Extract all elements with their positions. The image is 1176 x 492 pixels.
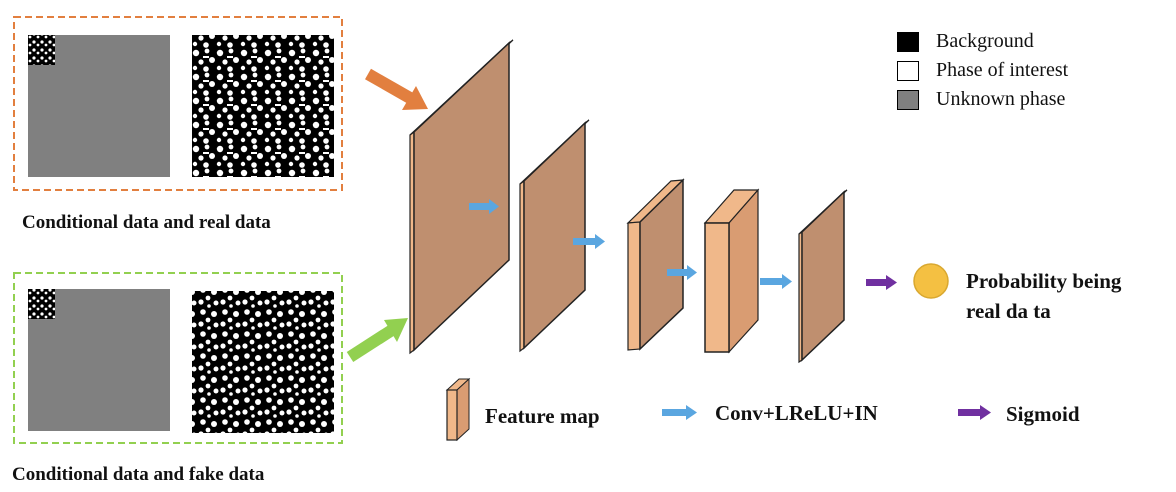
real-data-label: Conditional data and real data xyxy=(22,212,271,233)
probability-circle xyxy=(913,263,949,299)
probability-label-line1: Probability being xyxy=(966,269,1122,293)
fake-data-label: Conditional data and fake data xyxy=(12,464,265,485)
phase-of-interest-legend-label: Phase of interest xyxy=(936,59,1069,81)
unknown-phase-legend-label: Unknown phase xyxy=(936,88,1066,110)
unknown-phase-swatch xyxy=(897,90,919,110)
real-data-image xyxy=(192,35,334,177)
orange-input-arrow xyxy=(365,68,428,110)
conv-arrow-2 xyxy=(573,234,605,249)
feature-map-legend-icon xyxy=(445,377,471,442)
fake-data-panel xyxy=(13,272,343,444)
conv-arrow-4 xyxy=(760,274,792,289)
fake-data-image xyxy=(192,291,334,433)
conv-arrow-1 xyxy=(469,199,499,214)
feature-map-2 xyxy=(519,119,590,353)
feature-map-3 xyxy=(626,178,685,351)
sigmoid-legend-label: Sigmoid xyxy=(1006,402,1080,426)
sigmoid-legend-arrow xyxy=(958,405,991,420)
background-legend-label: Background xyxy=(936,30,1034,52)
background-swatch xyxy=(897,32,919,52)
feature-map-1 xyxy=(409,39,514,355)
real-data-panel xyxy=(13,16,343,191)
probability-label-line2: real da ta xyxy=(966,299,1051,323)
conv-arrow-3 xyxy=(667,265,697,280)
phase-of-interest-swatch xyxy=(897,61,919,81)
conditional-patch-real xyxy=(28,35,55,65)
conditional-patch-fake xyxy=(28,289,55,319)
feature-map-legend-label: Feature map xyxy=(485,404,600,428)
green-input-arrow xyxy=(346,318,408,363)
conv-legend-label: Conv+LReLU+IN xyxy=(715,401,878,425)
feature-map-4 xyxy=(703,188,760,354)
conv-legend-arrow xyxy=(662,405,697,420)
feature-map-5 xyxy=(798,189,848,364)
sigmoid-arrow xyxy=(866,275,897,290)
